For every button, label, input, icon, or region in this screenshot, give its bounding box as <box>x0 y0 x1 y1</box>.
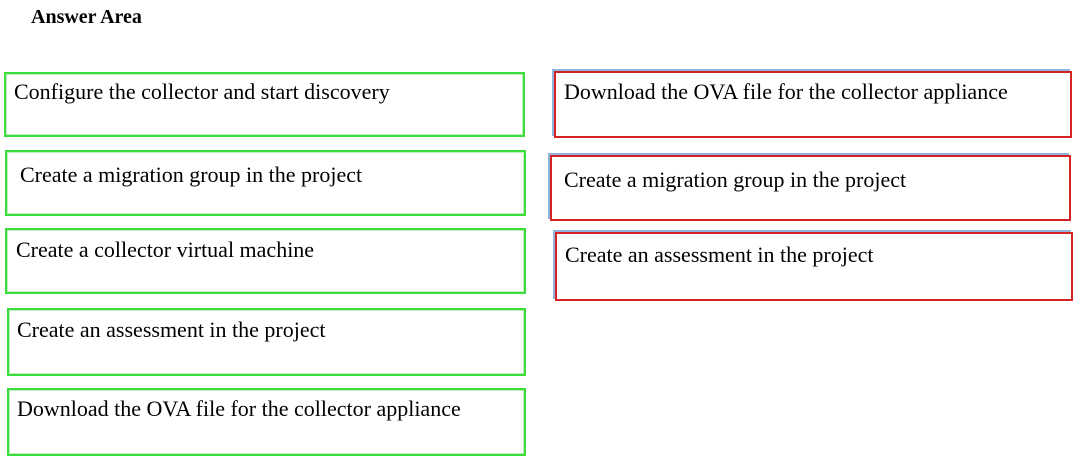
answer-area-title: Answer Area <box>31 6 142 28</box>
action-item-create-assessment[interactable]: Create an assessment in the project <box>7 308 526 376</box>
answer-item-create-assessment[interactable]: Create an assessment in the project <box>555 232 1073 301</box>
action-item-label: Create an assessment in the project <box>17 317 326 342</box>
answer-item-create-migration-group[interactable]: Create a migration group in the project <box>550 155 1071 221</box>
action-item-label: Create a collector virtual machine <box>16 237 315 262</box>
action-item-download-ova[interactable]: Download the OVA file for the collector … <box>7 388 526 456</box>
answer-item-download-ova[interactable]: Download the OVA file for the collector … <box>554 71 1072 138</box>
action-item-create-migration-group[interactable]: Create a migration group in the project <box>5 150 526 216</box>
answer-item-label: Create an assessment in the project <box>565 242 874 267</box>
answer-item-label: Download the OVA file for the collector … <box>564 79 1008 104</box>
action-item-label: Create a migration group in the project <box>20 162 363 187</box>
answer-item-label: Create a migration group in the project <box>564 167 907 192</box>
action-item-configure-collector[interactable]: Configure the collector and start discov… <box>4 72 525 137</box>
action-item-label: Configure the collector and start discov… <box>14 79 390 104</box>
action-item-label: Download the OVA file for the collector … <box>17 396 461 421</box>
action-item-create-collector-vm[interactable]: Create a collector virtual machine <box>5 228 526 294</box>
